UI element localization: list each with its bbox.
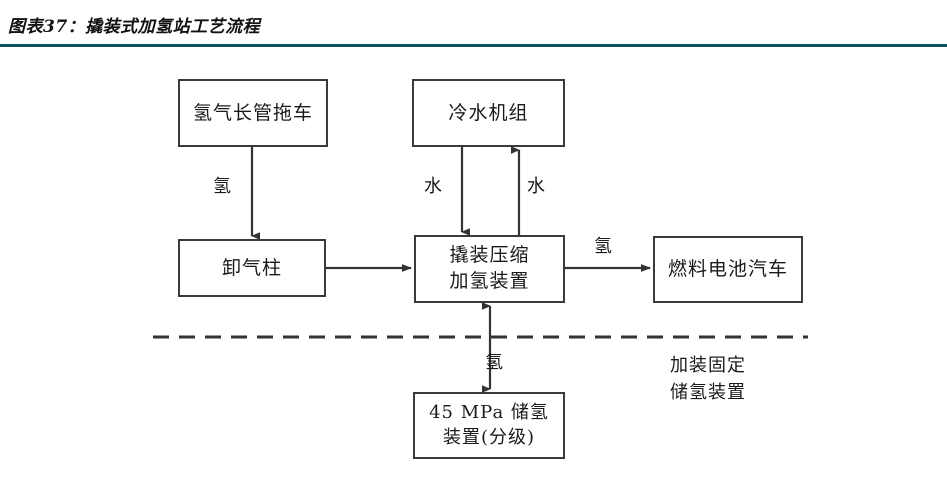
node-45mpa-storage-label: 45 MPa 储氢 装置(分级): [425, 401, 553, 450]
node-skid-unit-label-line2: 加氢装置: [449, 270, 530, 292]
annotation-fixed-storage: 加装固定 储氢装置: [670, 352, 746, 406]
node-skid-unit-label-line1: 撬装压缩: [449, 244, 530, 267]
header-divider-rule: [0, 44, 947, 47]
edge-label-hydrogen-trailer: 氢: [213, 176, 232, 197]
node-tube-trailer-label: 氢气长管拖车: [192, 101, 313, 124]
edge-label-water-supply: 水: [424, 176, 443, 197]
node-skid-unit-label: 撬装压缩 加氢装置: [445, 243, 533, 294]
node-fuel-cell-vehicle[interactable]: 燃料电池汽车: [653, 236, 803, 303]
node-unloading-column-label: 卸气柱: [221, 256, 282, 279]
node-fuel-cell-vehicle-label: 燃料电池汽车: [667, 258, 788, 281]
annotation-fixed-storage-line1: 加装固定: [670, 355, 746, 376]
node-tube-trailer[interactable]: 氢气长管拖车: [178, 79, 328, 147]
annotation-fixed-storage-line2: 储氢装置: [670, 382, 746, 403]
node-chiller-unit-label: 冷水机组: [448, 101, 529, 124]
node-unloading-column[interactable]: 卸气柱: [178, 239, 326, 297]
page-title: 图表37：撬装式加氢站工艺流程: [8, 17, 261, 37]
node-45mpa-hydrogen-storage[interactable]: 45 MPa 储氢 装置(分级): [413, 392, 565, 459]
edge-label-water-return: 水: [527, 176, 546, 197]
edge-label-hydrogen-storage: 氢: [485, 352, 504, 373]
node-chiller-unit[interactable]: 冷水机组: [412, 79, 565, 147]
node-45mpa-storage-label-line1: 45 MPa 储氢: [429, 402, 549, 424]
node-skid-compression-hydrogenation-unit[interactable]: 撬装压缩 加氢装置: [414, 235, 565, 303]
edge-label-hydrogen-dispensed: 氢: [594, 236, 613, 257]
node-45mpa-storage-label-line2: 装置(分级): [442, 426, 536, 448]
